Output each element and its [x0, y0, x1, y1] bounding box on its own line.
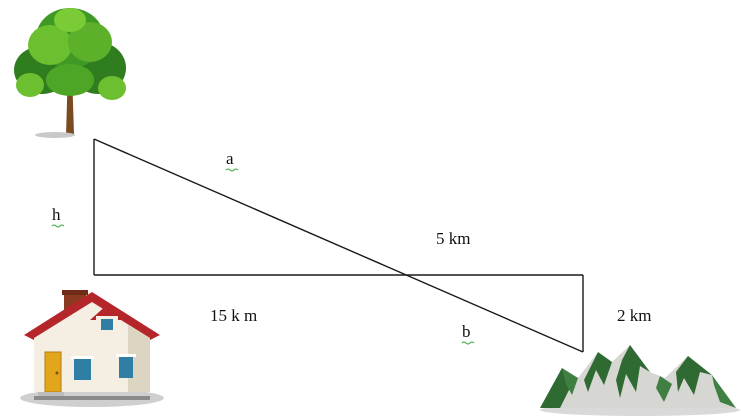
label-horizontal-distance: 15 k m [210, 306, 257, 325]
label-a-squiggle [225, 168, 239, 172]
tree-icon [14, 8, 126, 138]
mountains-icon [540, 345, 740, 416]
sight-line [93, 138, 584, 353]
label-b-squiggle [461, 341, 475, 345]
label-h-squiggle [51, 224, 65, 228]
label-mountain-height: 2 km [617, 306, 651, 325]
label-h: h [52, 205, 61, 224]
house-icon [20, 290, 164, 407]
label-b: b [462, 322, 471, 341]
label-upper-segment: 5 km [436, 229, 470, 248]
label-a: a [226, 149, 234, 168]
